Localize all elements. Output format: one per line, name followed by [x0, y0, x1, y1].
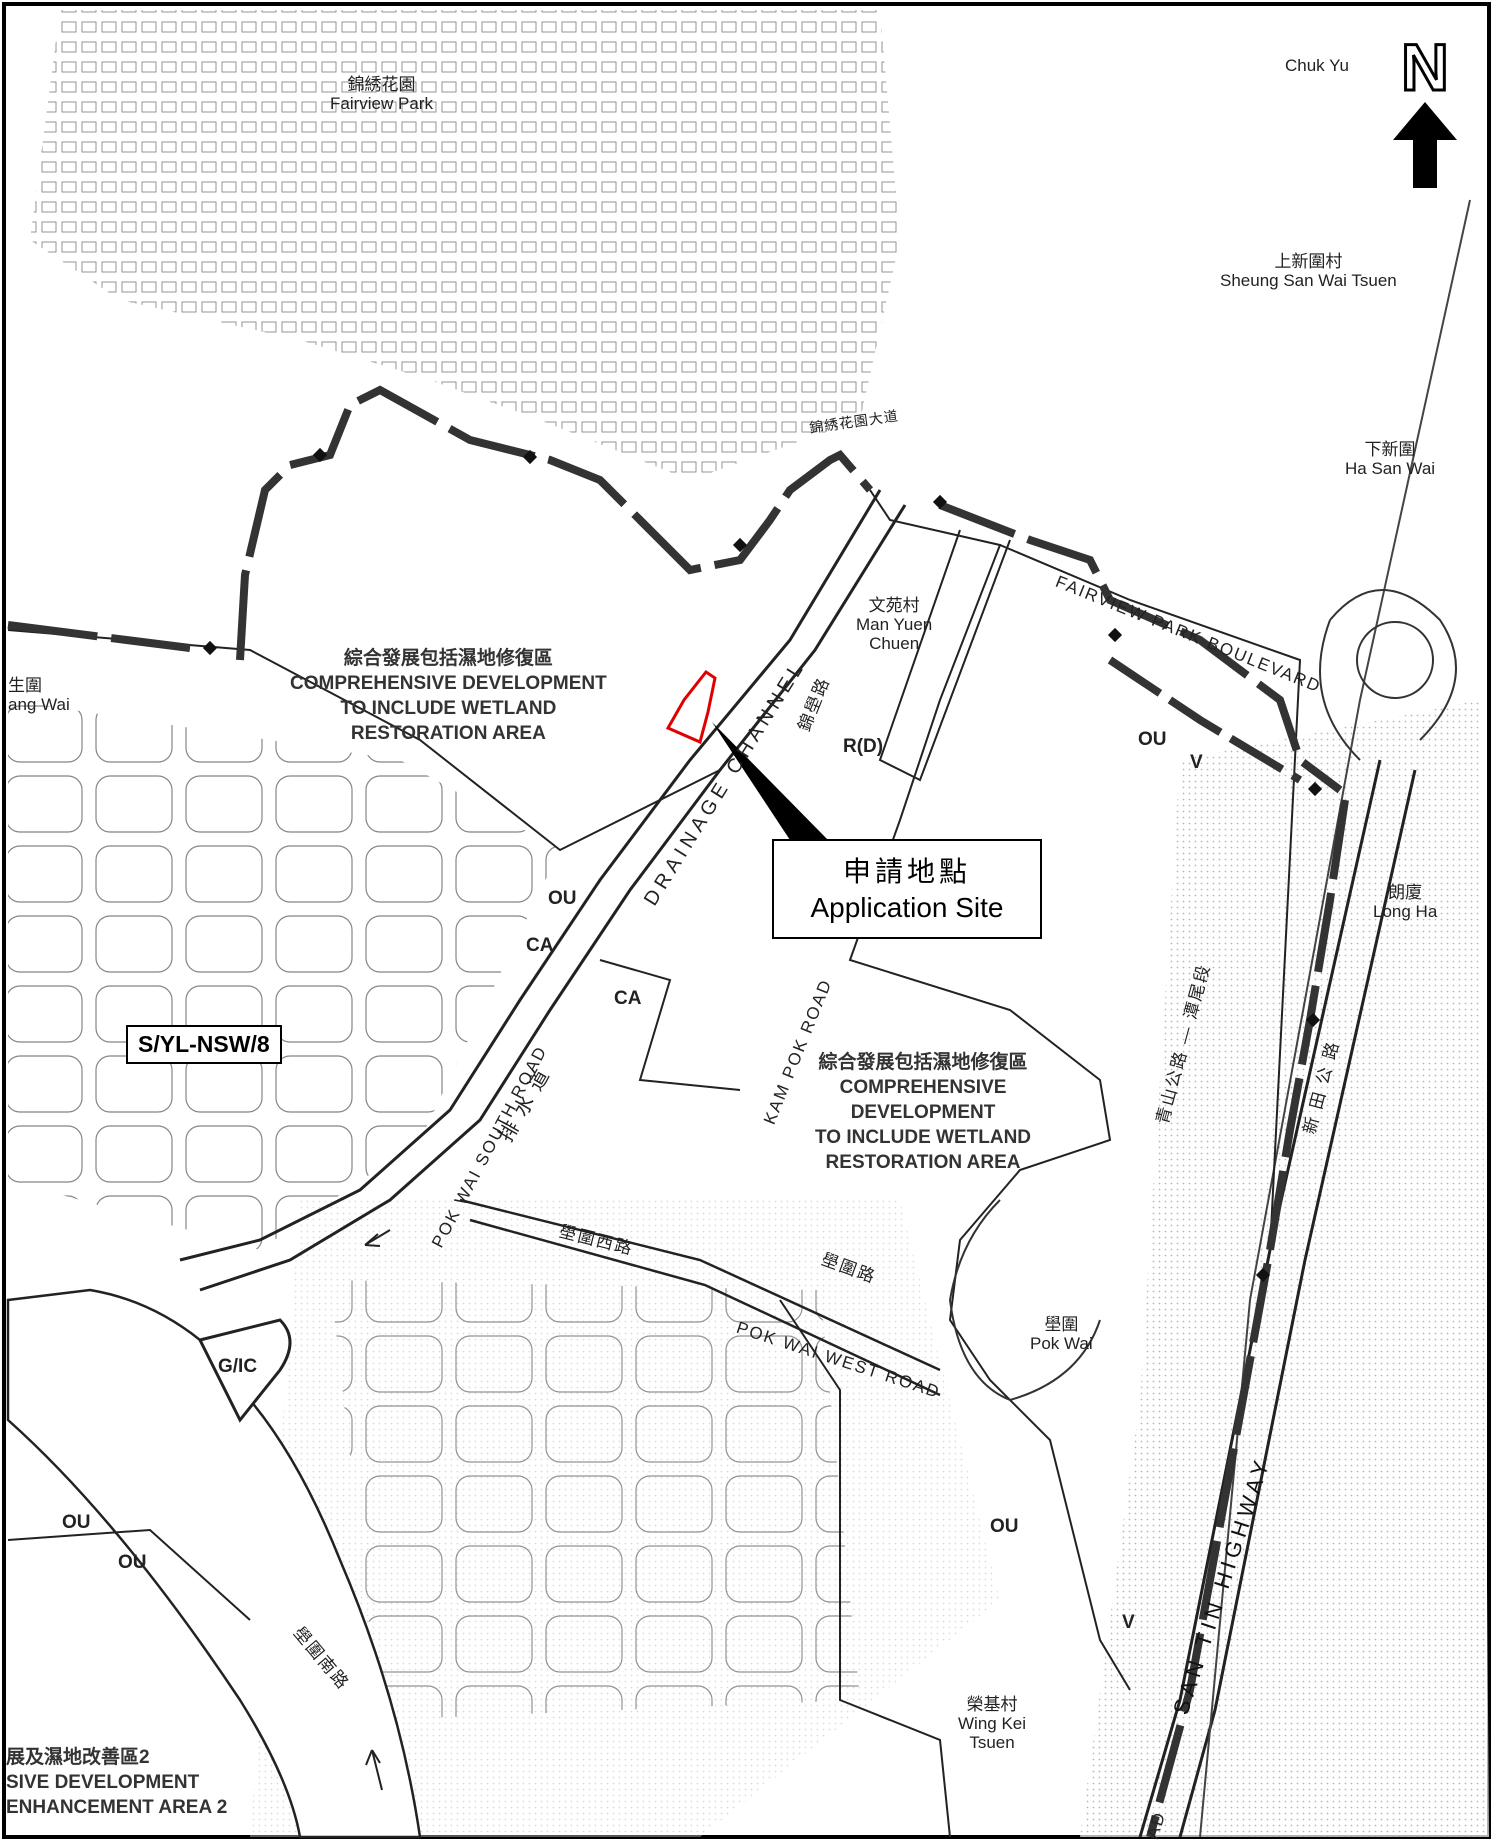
pok-wai-village	[948, 1199, 1101, 1402]
north-label: N	[1401, 30, 1449, 104]
plan-boundary-east	[938, 501, 1349, 1839]
highway-east	[1199, 199, 1471, 1838]
plan-number: S/YL-NSW/8	[126, 1025, 282, 1064]
place-chuk-yuen: Chuk Yu	[1285, 56, 1349, 75]
zone-boundary-ca	[599, 959, 741, 1091]
terrain-texture-east	[1080, 700, 1489, 1837]
zone-label-cdwra-central: 綜合發展包括濕地修復區 COMPREHENSIVE DEVELOPMENT TO…	[815, 1052, 1032, 1173]
fairview-park-housing	[30, 10, 900, 480]
flow-arrow-1	[364, 1229, 391, 1247]
interchange-loop	[1356, 621, 1434, 699]
code-ou-2: OU	[1138, 729, 1167, 750]
plan-boundary-inner	[1107, 656, 1303, 784]
pok-wai-west-road-edge	[469, 1218, 941, 1397]
san-tin-highway-edge	[1178, 769, 1417, 1838]
callout-en: Application Site	[810, 892, 1004, 923]
code-rd: R(D)	[843, 736, 884, 757]
north-arrow: N	[1393, 30, 1457, 188]
callout-pointer	[712, 722, 828, 840]
code-gic: G/IC	[218, 1356, 258, 1377]
pok-wai-west-road	[459, 1198, 941, 1372]
zone-boundary-rd	[878, 529, 1011, 782]
code-v-2: V	[1122, 1612, 1135, 1633]
code-v-1: V	[1190, 752, 1203, 773]
application-site-callout: 申請地點 Application Site	[772, 839, 1042, 939]
flow-arrow-2	[365, 1749, 383, 1791]
fishponds-south	[330, 1280, 860, 1720]
code-ou-3: OU	[62, 1512, 91, 1533]
interchange	[1319, 589, 1457, 761]
code-ca-1: CA	[526, 935, 554, 956]
fishponds-west	[8, 700, 560, 1250]
north-arrow-icon	[1393, 102, 1457, 188]
gic-site	[197, 1318, 292, 1423]
code-ca-2: CA	[614, 988, 642, 1009]
code-ou-1: OU	[548, 888, 577, 909]
zone-boundary-south	[779, 1299, 951, 1838]
boundary-markers	[202, 447, 1323, 1283]
code-ou-5: OU	[990, 1516, 1019, 1537]
zone-boundary-ou	[7, 1528, 251, 1621]
code-ou-4: OU	[118, 1552, 147, 1573]
san-tin-highway	[1138, 759, 1382, 1838]
plan-boundary-north	[7, 385, 874, 661]
zone-label-cdwra-north: 綜合發展包括濕地修復區 COMPREHENSIVE DEVELOPMENT TO…	[290, 648, 607, 744]
callout-zh: 申請地點	[842, 856, 971, 887]
zone-boundary-east	[999, 544, 1302, 1251]
application-site	[665, 669, 717, 745]
drainage-channel	[179, 489, 882, 1262]
zone-boundary-cdwra2	[848, 489, 1131, 1691]
zone-label-southwest: 展及濕地改善區2 SIVE DEVELOPMENT ENHANCEMENT AR…	[6, 1747, 228, 1818]
drainage-channel-bank	[199, 504, 907, 1292]
